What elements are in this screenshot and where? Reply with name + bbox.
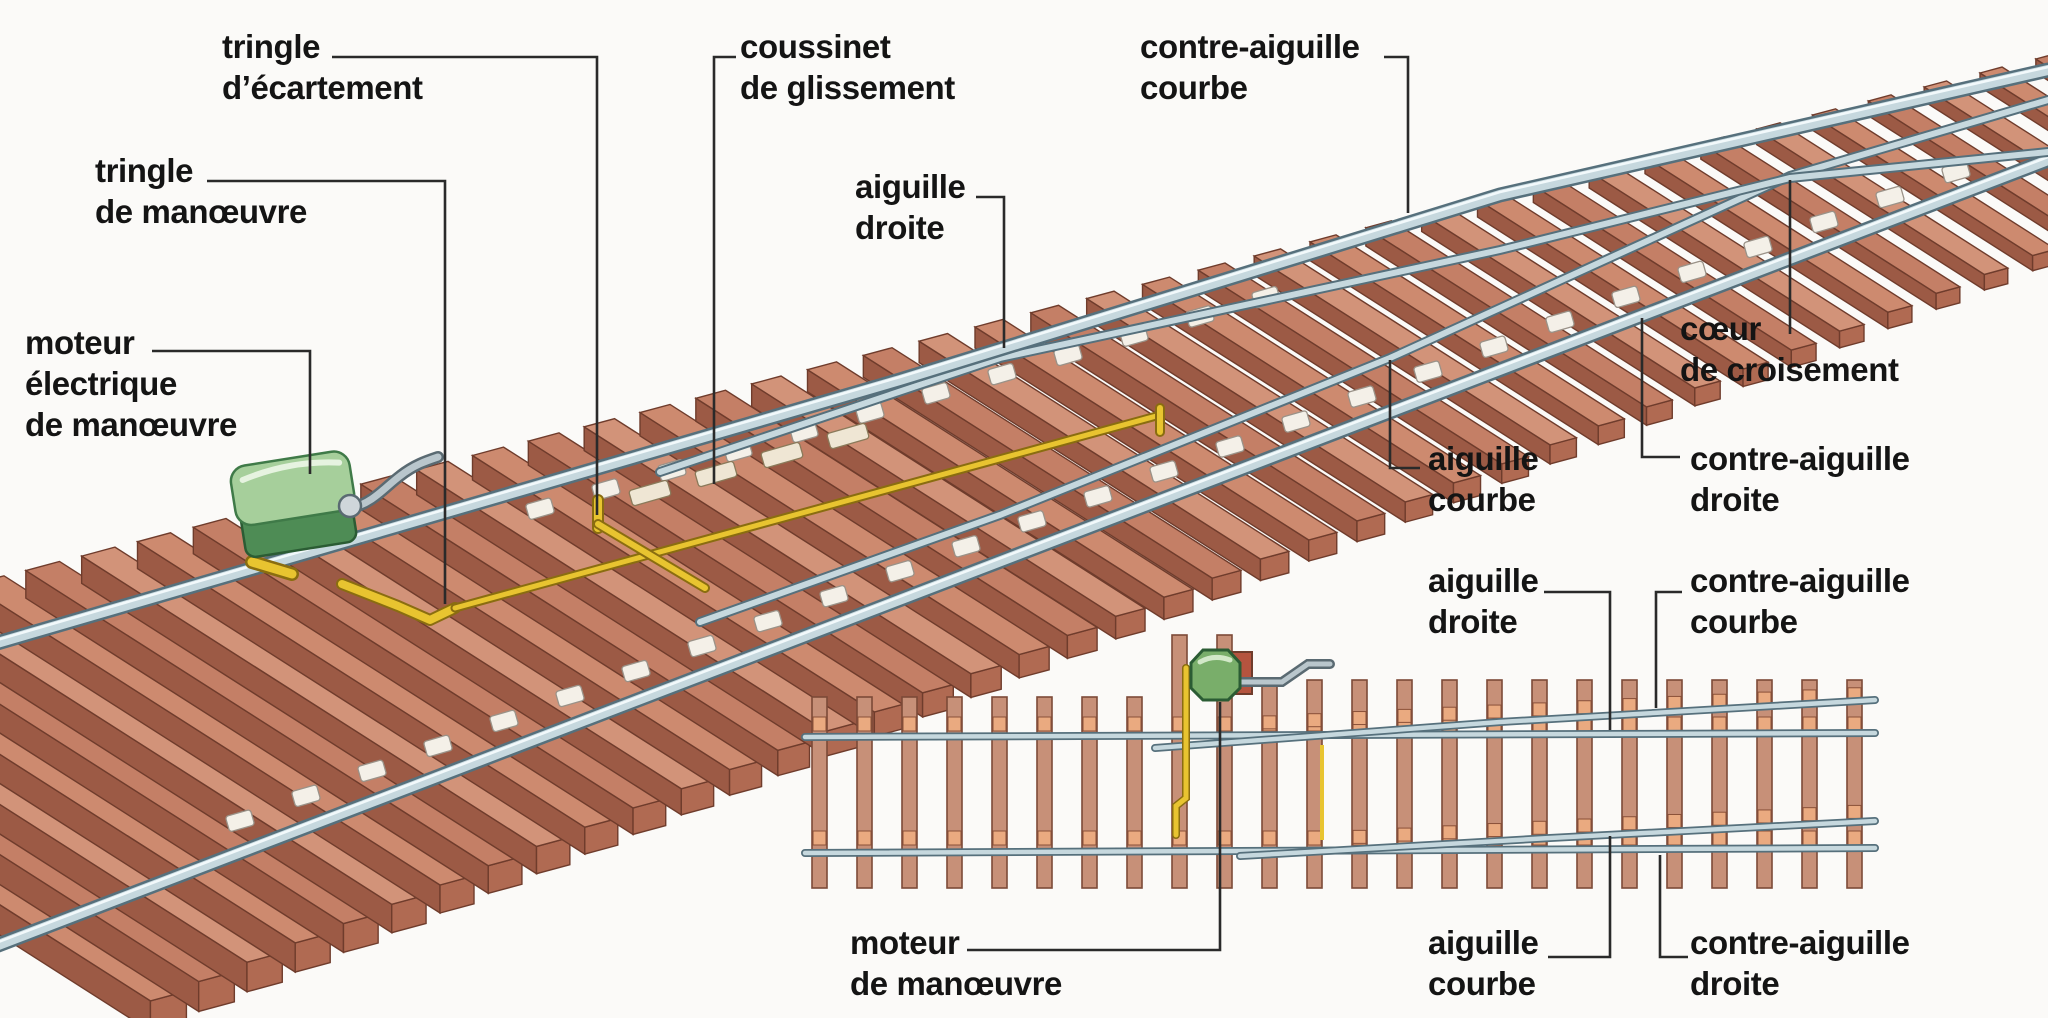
label-contre-aiguille-courbe-iso: contre-aiguille courbe	[1140, 28, 1360, 106]
isometric-rails	[0, 62, 2048, 953]
label-moteur-plan: moteur de manœuvre	[850, 924, 1062, 1002]
leader-aiguille-droite-plan	[1544, 590, 1612, 730]
leader-aiguille-courbe-iso	[1388, 360, 1420, 470]
label-contre-aiguille-courbe-plan: contre-aiguille courbe	[1690, 562, 1910, 640]
label-moteur-electrique: moteur électrique de manœuvre	[25, 324, 237, 443]
leader-aiguille-courbe-plan	[1548, 836, 1612, 959]
label-coussinet: coussinet de glissement	[740, 28, 955, 106]
label-tringle-manoeuvre: tringle de manœuvre	[95, 152, 307, 230]
slide-plates	[225, 160, 1971, 832]
leader-moteur-plan	[967, 702, 1222, 952]
label-aiguille-courbe-plan: aiguille courbe	[1428, 924, 1539, 1002]
label-aiguille-courbe-iso: aiguille courbe	[1428, 440, 1539, 518]
label-coeur-croisement: cœur de croisement	[1680, 310, 1899, 388]
label-aiguille-droite-plan: aiguille droite	[1428, 562, 1539, 640]
label-contre-aiguille-droite-plan: contre-aiguille droite	[1690, 924, 1910, 1002]
label-contre-aiguille-droite-iso: contre-aiguille droite	[1690, 440, 1910, 518]
leader-contre-aiguille-droite-plan	[1658, 855, 1688, 959]
leader-aiguille-droite-iso	[976, 195, 1006, 348]
plan-rails	[801, 696, 1879, 860]
electric-motor	[229, 450, 444, 581]
leader-contre-aiguille-courbe-iso	[1384, 55, 1410, 213]
leader-moteur-electrique	[152, 349, 312, 474]
plan-motor	[1189, 648, 1335, 702]
plan-motor-rod	[1172, 664, 1324, 840]
label-tringle-ecartement: tringle d’écartement	[222, 28, 423, 106]
label-aiguille-droite-iso: aiguille droite	[855, 168, 966, 246]
leader-tringle-ecartement	[332, 55, 599, 515]
leader-contre-aiguille-droite-iso	[1640, 318, 1680, 459]
leader-coussinet	[712, 55, 736, 484]
leader-contre-aiguille-courbe-plan	[1654, 590, 1682, 708]
leader-tringle-manoeuvre	[207, 179, 447, 604]
